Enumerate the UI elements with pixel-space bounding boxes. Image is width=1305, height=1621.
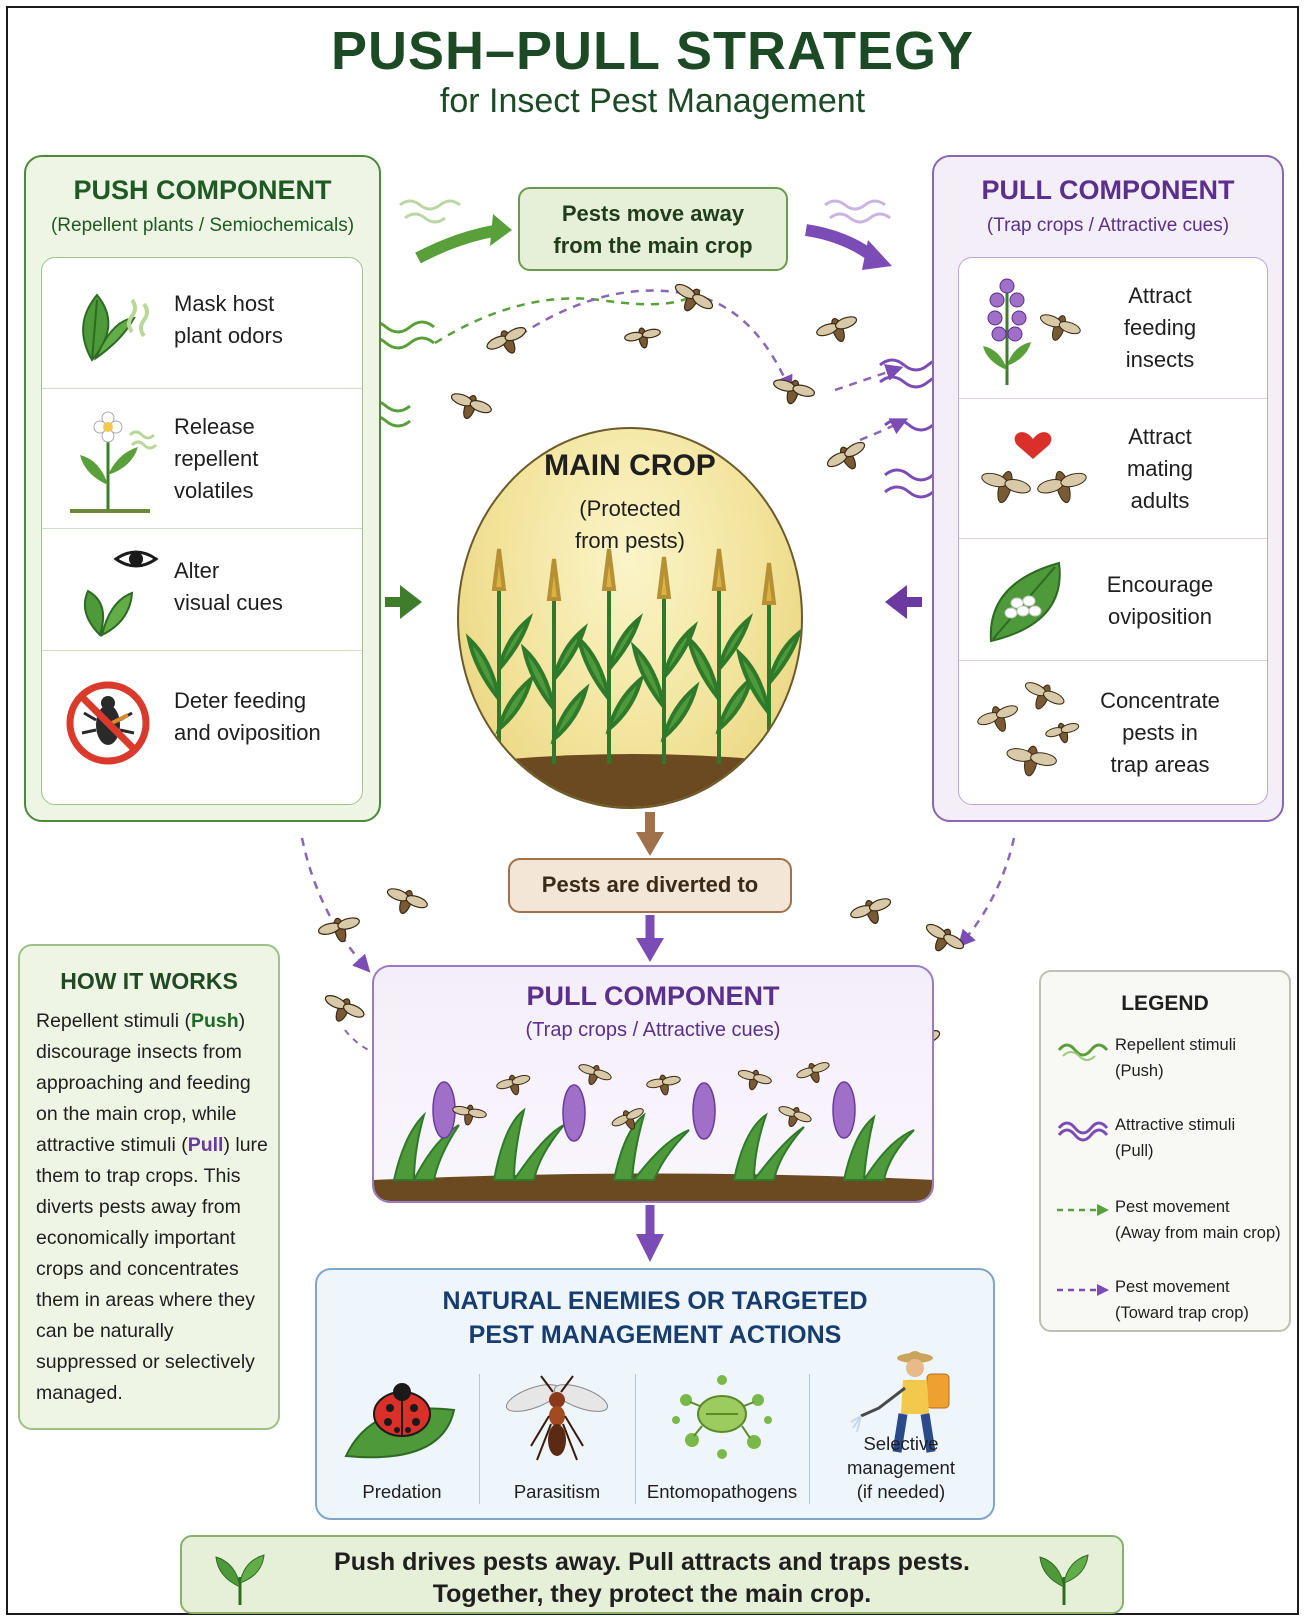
entomopathogens-label: Entomopathogens [638,1480,806,1504]
legend-item-movement-away: Pest movement(Away from main crop) [1055,1194,1287,1254]
flower-plant-icon [60,405,160,515]
eye-icon [60,543,160,643]
pests-diverted-label: Pests are diverted to [508,858,792,913]
eggs-leaf-icon [979,553,1079,653]
legend-item-movement-toward: Pest movement(Toward trap crop) [1055,1274,1287,1334]
wasp-icon [497,1370,617,1470]
predation-label: Predation [327,1480,477,1504]
page-subtitle: for Insect Pest Management [0,82,1305,121]
pathogen-icon [662,1370,782,1470]
enemy-divider [809,1374,810,1504]
legend-box: LEGEND Repellent stimuli(Push) Attractiv… [1039,970,1291,1332]
push-subtitle: (Repellent plants / Semiochemicals) [26,215,379,237]
pull-subtitle: (Trap crops / Attractive cues) [934,215,1282,237]
corn-field-illustration [459,549,803,809]
pull-title: PULL COMPONENT [934,175,1282,206]
trap-crop-illustration [374,1055,934,1203]
trap-crop-panel: PULL COMPONENT (Trap crops / Attractive … [372,965,934,1203]
enemy-predation: Predation [327,1370,477,1510]
legend-title: LEGEND [1041,992,1289,1016]
push-keyword: Push [191,1010,239,1032]
how-it-works-title: HOW IT WORKS [20,968,278,995]
legend-item-attractive: Attractive stimuli(Pull) [1055,1112,1287,1172]
enemy-parasitism: Parasitism [482,1370,632,1510]
how-it-works-box: HOW IT WORKS Repellent stimuli (Push) di… [18,944,280,1430]
how-it-works-text: Repellent stimuli (Push) discourage inse… [36,1006,272,1409]
purple-dashed-arrow-icon [1055,1278,1111,1302]
push-component-panel: PUSH COMPONENT (Repellent plants / Semio… [24,155,381,822]
footer-banner: Push drives pests away. Pull attracts an… [180,1535,1124,1614]
trap-crop-subtitle: (Trap crops / Attractive cues) [374,1019,932,1042]
push-title: PUSH COMPONENT [26,175,379,206]
enemy-selective-management: Selective management(if needed) [811,1370,991,1510]
leaf-icon [1034,1547,1094,1607]
leaf-icon [62,280,162,370]
main-crop-title: MAIN CROP [459,449,801,483]
purple-wave-icon [1055,1116,1111,1140]
pull-component-panel: PULL COMPONENT (Trap crops / Attractive … [932,155,1284,822]
ladybug-icon [342,1370,462,1470]
green-wave-icon [1055,1036,1111,1060]
pull-keyword: Pull [188,1134,224,1156]
enemy-divider [479,1374,480,1504]
green-dashed-arrow-icon [1055,1198,1111,1222]
page-title: PUSH–PULL STRATEGY [0,20,1305,82]
enemy-divider [635,1374,636,1504]
legend-item-repellent: Repellent stimuli(Push) [1055,1032,1287,1092]
no-bug-icon [60,675,160,775]
selective-management-label: Selective management(if needed) [811,1432,991,1504]
footer-text: Push drives pests away. Pull attracts an… [182,1546,1122,1610]
trap-crop-title: PULL COMPONENT [374,981,932,1012]
enemy-entomopathogens: Entomopathogens [638,1370,806,1510]
parasitism-label: Parasitism [482,1480,632,1504]
